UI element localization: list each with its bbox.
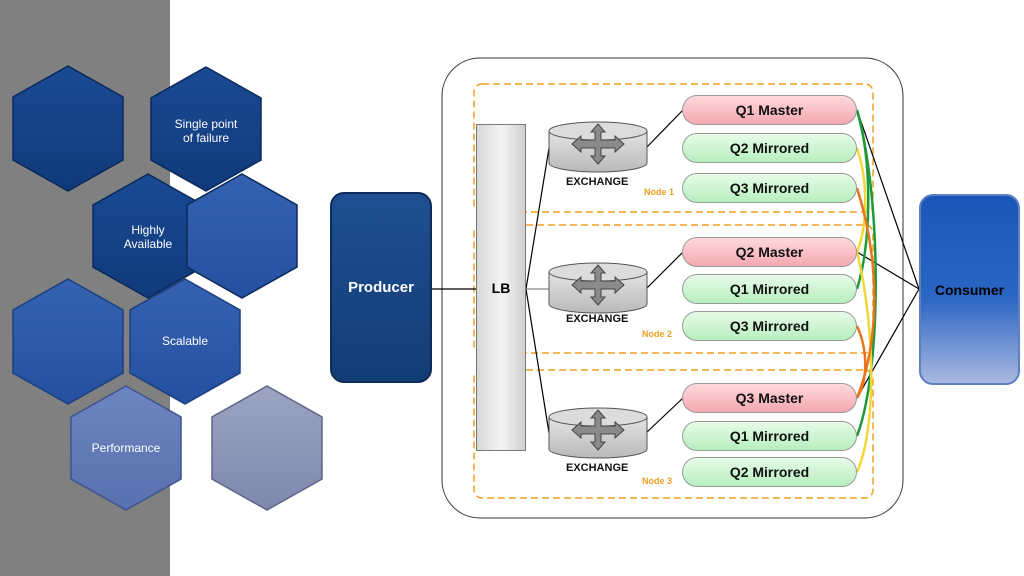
hexagon-5 — [12, 278, 124, 405]
queue-q3-mirrored: Q3 Mirrored — [682, 311, 857, 341]
producer-box: Producer — [330, 192, 432, 383]
queue-q3-master: Q3 Master — [682, 383, 857, 413]
q1-consumer-link — [856, 109, 920, 290]
exchange-label-1: EXCHANGE — [566, 176, 629, 188]
lb-exchange-1-link — [525, 147, 550, 290]
node-label-2: Node 2 — [642, 329, 673, 339]
arrows-cross-icon — [571, 264, 625, 306]
hexagon-scalable — [129, 278, 241, 405]
hexagon-1 — [12, 65, 124, 192]
queue-q2-mirrored: Q2 Mirrored — [682, 457, 857, 487]
lb-exchange-3-link — [525, 288, 550, 434]
hexagon-single-point — [150, 66, 262, 192]
arrows-cross-icon — [571, 123, 625, 165]
node-3-box — [473, 369, 874, 499]
queue-q2-mirrored: Q2 Mirrored — [682, 133, 857, 163]
exchange-2-master-link — [645, 251, 684, 290]
hexagon-performance — [70, 385, 182, 511]
exchange-1-master-link — [645, 109, 684, 149]
arrows-cross-icon — [571, 409, 625, 451]
mirror-links — [855, 109, 877, 473]
hexagon-8 — [211, 385, 323, 511]
q1-mirror-link-b — [855, 109, 877, 437]
consumer-box: Consumer — [919, 194, 1020, 385]
q3-mirror-link-b — [855, 325, 867, 399]
exchange-label-2: EXCHANGE — [566, 313, 629, 325]
queue-q1-mirrored: Q1 Mirrored — [682, 421, 857, 451]
queue-q2-master: Q2 Master — [682, 237, 857, 267]
hexagon-4 — [186, 173, 298, 299]
exchange-node-1 — [548, 121, 648, 173]
exchange-node-2 — [548, 262, 648, 314]
node-label-3: Node 3 — [642, 476, 673, 486]
q3-consumer-link — [856, 288, 920, 399]
exchange-label-3: EXCHANGE — [566, 462, 629, 474]
node-1-box — [473, 83, 874, 213]
node-label-1: Node 1 — [644, 187, 675, 197]
producer-label: Producer — [348, 279, 414, 296]
q2-mirror-link-a — [855, 147, 867, 253]
q2-consumer-link — [856, 251, 920, 290]
exchange-node-3 — [548, 407, 648, 459]
consumer-label: Consumer — [934, 281, 1005, 298]
queue-q1-mirrored: Q1 Mirrored — [682, 274, 857, 304]
load-balancer: LB — [476, 124, 526, 451]
queue-q1-master: Q1 Master — [682, 95, 857, 125]
exchange-3-master-link — [645, 397, 684, 434]
load-balancer-label: LB — [491, 279, 511, 296]
queue-q3-mirrored: Q3 Mirrored — [682, 173, 857, 203]
q2-mirror-link-b — [855, 251, 873, 473]
